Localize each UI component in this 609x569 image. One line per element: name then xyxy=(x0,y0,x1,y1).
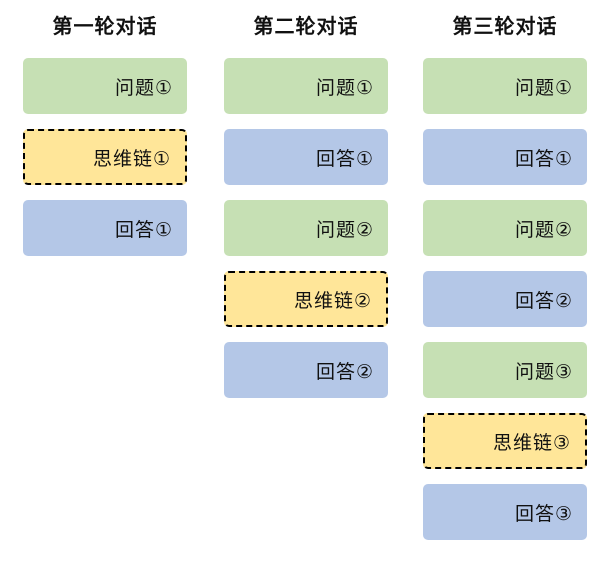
column-round-2: 第二轮对话 问题① 回答① 问题② 思维链② 回答② xyxy=(224,12,388,398)
round2-answer-2: 回答② xyxy=(224,342,388,398)
column-round-3: 第三轮对话 问题① 回答① 问题② 回答② 问题③ 思维链③ 回答③ xyxy=(423,12,587,540)
column-round-1: 第一轮对话 问题① 思维链① 回答① xyxy=(23,12,187,256)
round2-question-1: 问题① xyxy=(224,58,388,114)
round3-question-3: 问题③ xyxy=(423,342,587,398)
column-title-round-1: 第一轮对话 xyxy=(52,16,158,38)
round1-question-1: 问题① xyxy=(23,58,187,114)
column-title-round-3: 第三轮对话 xyxy=(452,16,558,38)
round3-cot-3: 思维链③ xyxy=(423,413,587,469)
round2-question-2: 问题② xyxy=(224,200,388,256)
round2-answer-1: 回答① xyxy=(224,129,388,185)
round3-answer-1: 回答① xyxy=(423,129,587,185)
round3-question-1: 问题① xyxy=(423,58,587,114)
round1-answer-1: 回答① xyxy=(23,200,187,256)
round2-cot-2: 思维链② xyxy=(224,271,388,327)
column-title-round-2: 第二轮对话 xyxy=(253,16,359,38)
round3-answer-2: 回答② xyxy=(423,271,587,327)
round3-answer-3: 回答③ xyxy=(423,484,587,540)
round3-question-2: 问题② xyxy=(423,200,587,256)
round1-cot-1: 思维链① xyxy=(23,129,187,185)
